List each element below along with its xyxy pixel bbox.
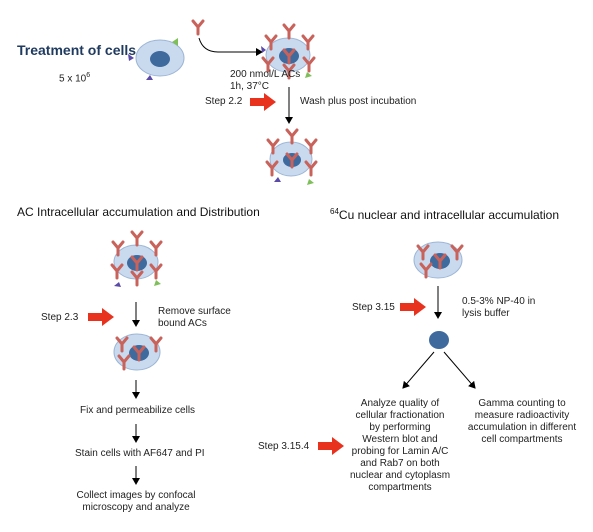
step-3-15-arrow [400, 298, 426, 316]
step-3-15-4-label: Step 3.15.4 [258, 441, 310, 452]
treatment-title: Treatment of cells [17, 42, 137, 58]
step-2-2-arrow [250, 93, 276, 111]
right-section-title: 64Cu nuclear and intracellular accumulat… [330, 207, 560, 222]
isolated-nucleus [429, 331, 449, 349]
antibody-icon [191, 19, 205, 36]
untreated-cell [128, 38, 185, 80]
washed-cell [265, 128, 318, 185]
fix-label: Fix and permeabilize cells [80, 405, 196, 416]
step-3-15-label: Step 3.15 [352, 302, 395, 313]
step-2-3-arrow [88, 308, 114, 326]
treated-cell-top [261, 23, 316, 80]
left-section-title: AC Intracellular accumulation and Distri… [17, 205, 260, 219]
right-internalized-cell [413, 241, 464, 279]
step-2-2-label: Step 2.2 [205, 96, 243, 107]
stain-label: Stain cells with AF647 and PI [75, 448, 205, 459]
treatment-arrow [198, 37, 263, 56]
receptor-icon [128, 54, 134, 61]
fractionation-arrow [402, 351, 435, 389]
left-treated-cell [110, 230, 163, 287]
left-internalized-cell [113, 333, 163, 371]
receptor-icon [146, 75, 153, 80]
step-3-15-4-arrow [318, 437, 344, 455]
gamma-arrow [443, 351, 476, 389]
receptor-icon [172, 38, 178, 46]
step-2-3-label: Step 2.3 [41, 312, 79, 323]
cell-count: 5 x 106 [59, 72, 91, 85]
wash-label: Wash plus post incubation [300, 96, 417, 107]
